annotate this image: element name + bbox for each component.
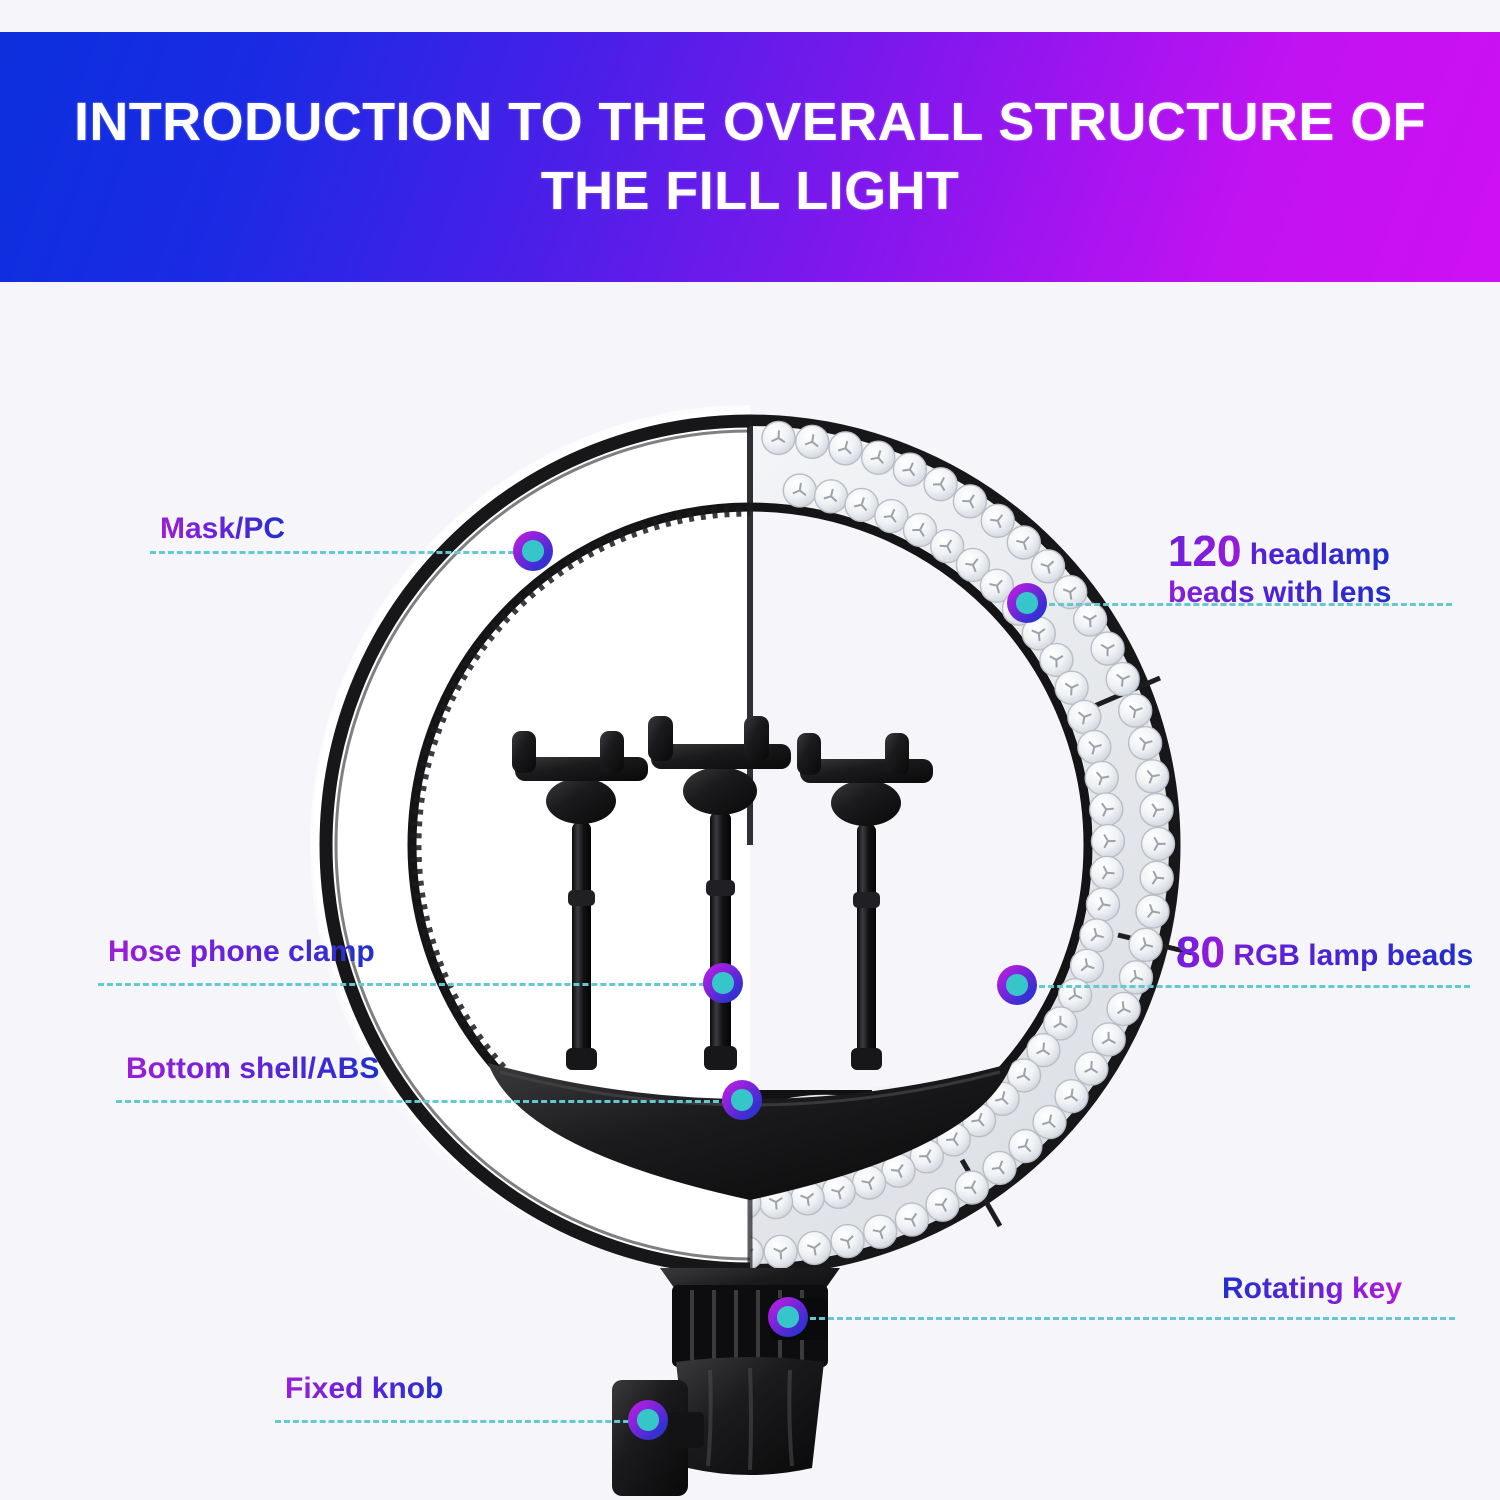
marker-dot-mask-pc[interactable] <box>513 531 553 571</box>
leader-line-hose-phone-clamp <box>98 983 723 986</box>
marker-dot-rgb-lamp-beads[interactable] <box>997 965 1037 1005</box>
phone-clamp-right <box>797 733 933 1070</box>
headlamp-bead-count: 120 <box>1168 527 1242 576</box>
title-line-2: THE FILL LIGHT <box>540 161 960 221</box>
headlamp-label-line-1: headlamp <box>1249 538 1390 571</box>
led-ring-80-rgb-beads <box>750 473 1126 1220</box>
marker-dot-fixed-knob[interactable] <box>628 1400 668 1440</box>
callout-label-hose-phone-clamp: Hose phone clamp <box>108 935 375 968</box>
callout-label-rotating-key: Rotating key <box>1222 1272 1403 1305</box>
marker-dot-bottom-shell-abs[interactable] <box>722 1080 762 1120</box>
marker-dot-rotating-key[interactable] <box>768 1297 808 1337</box>
marker-dot-hose-phone-clamp[interactable] <box>703 963 743 1003</box>
callout-label-rgb-lamp-beads: 80 RGB lamp beads <box>1176 928 1473 977</box>
header-banner: INTRODUCTION TO THE OVERALL STRUCTURE OF… <box>0 32 1500 282</box>
callout-label-mask-pc: Mask/PC <box>160 512 286 545</box>
mount-assembly <box>612 1268 840 1496</box>
rgb-label-text: RGB lamp beads <box>1233 939 1474 972</box>
led-ring-120-headlamp-beads <box>750 420 1176 1270</box>
callout-label-fixed-knob: Fixed knob <box>285 1372 444 1405</box>
leader-line-fixed-knob <box>275 1420 638 1423</box>
phone-clamps <box>512 716 933 1070</box>
leader-line-rgb-lamp-beads <box>1030 985 1470 988</box>
marker-dot-headlamp-beads[interactable] <box>1007 583 1047 623</box>
leader-line-mask-pc <box>150 551 532 554</box>
leader-line-bottom-shell-abs <box>116 1100 728 1103</box>
callout-label-headlamp-beads: 120 headlamp beads with lens <box>1168 527 1391 610</box>
diffuser-mask <box>310 405 750 1285</box>
leader-line-headlamp-beads <box>1040 603 1452 606</box>
mount-socket <box>676 1357 824 1475</box>
rgb-bead-count: 80 <box>1176 928 1225 977</box>
phone-clamp-center <box>648 716 791 1070</box>
phone-clamp-left <box>512 731 648 1070</box>
leader-line-rotating-key <box>810 1317 1455 1320</box>
callout-label-bottom-shell-abs: Bottom shell/ABS <box>126 1052 380 1085</box>
title-line-1: INTRODUCTION TO THE OVERALL STRUCTURE OF <box>74 91 1426 152</box>
page-title: INTRODUCTION TO THE OVERALL STRUCTURE OF… <box>50 88 1450 226</box>
